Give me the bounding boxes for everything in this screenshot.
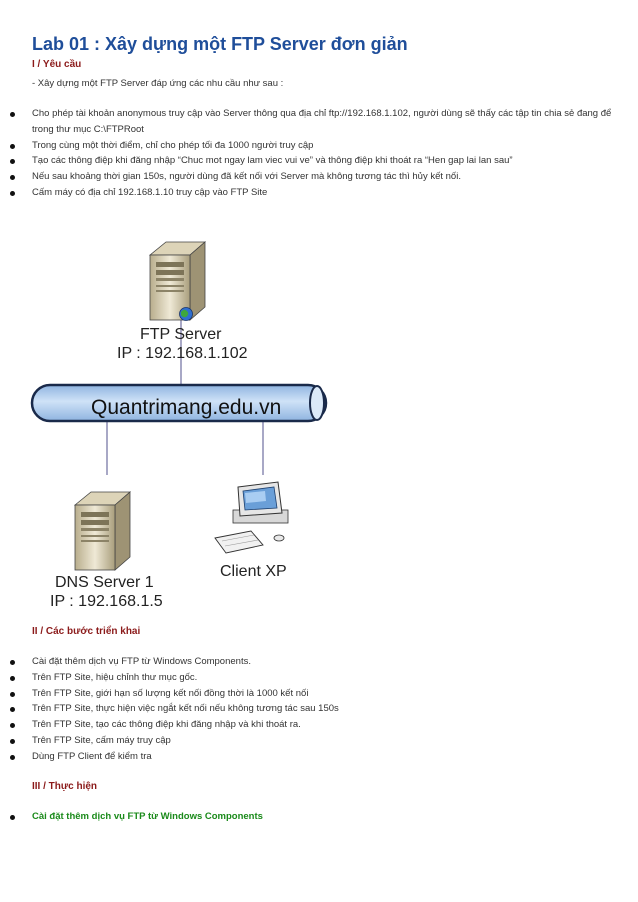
- bullet-icon: [10, 723, 15, 729]
- globe-icon: [179, 307, 193, 321]
- section-3-heading: III / Thực hiện: [32, 781, 98, 792]
- client-name: Client XP: [220, 563, 287, 580]
- dns-server-name: DNS Server 1: [55, 574, 154, 591]
- list-item: Tạo các thông điệp khi đăng nhập “Chuc m…: [0, 153, 638, 169]
- ftp-server-name: FTP Server: [140, 326, 222, 343]
- list-item: Trên FTP Site, hiệu chỉnh thư mục gốc.: [0, 670, 638, 686]
- bullet-icon: [10, 707, 15, 713]
- list-item: Nếu sau khoảng thời gian 150s, người dùn…: [0, 169, 638, 185]
- dns-server-icon: [73, 491, 132, 571]
- list-item: Trong cùng một thời điểm, chỉ cho phép t…: [0, 138, 638, 154]
- implementation-list: Cài đặt thêm dịch vụ FTP từ Windows Comp…: [0, 809, 638, 825]
- list-item: Trên FTP Site, tạo các thông điệp khi đă…: [0, 717, 638, 733]
- list-item: Cài đặt thêm dịch vụ FTP từ Windows Comp…: [0, 809, 638, 825]
- steps-list: Cài đặt thêm dịch vụ FTP từ Windows Comp…: [0, 654, 638, 765]
- page-title: Lab 01 : Xây dựng một FTP Server đơn giả…: [32, 34, 408, 54]
- bullet-icon: [10, 754, 15, 760]
- section-2-heading: II / Các bước triển khai: [32, 626, 141, 637]
- bullet-icon: [10, 159, 15, 165]
- bullet-icon: [10, 143, 15, 149]
- section-1-heading: I / Yêu cầu: [32, 59, 82, 70]
- list-item: Trên FTP Site, cấm máy truy cập: [0, 733, 638, 749]
- bullet-icon: [10, 691, 15, 697]
- list-item: Cấm máy có địa chỉ 192.168.1.10 truy cập…: [0, 185, 638, 201]
- client-workstation-icon: [214, 481, 289, 554]
- list-item: Cho phép tài khoản anonymous truy cập và…: [0, 106, 638, 138]
- ftp-server-ip: IP : 192.168.1.102: [117, 345, 248, 362]
- network-bus: [30, 383, 328, 423]
- bullet-icon: [10, 190, 15, 196]
- bullet-icon: [10, 660, 15, 665]
- list-item: Trên FTP Site, thực hiện việc ngắt kết n…: [0, 701, 638, 717]
- bullet-icon: [10, 815, 15, 820]
- list-item: Cài đặt thêm dịch vụ FTP từ Windows Comp…: [0, 654, 638, 670]
- section-1-intro: - Xây dựng một FTP Server đáp ứng các nh…: [32, 78, 284, 89]
- requirements-list: Cho phép tài khoản anonymous truy cập và…: [0, 106, 638, 201]
- list-item: Trên FTP Site, giới hạn số lượng kết nối…: [0, 686, 638, 702]
- bullet-icon: [10, 112, 15, 117]
- ftp-server-icon: [148, 241, 207, 321]
- network-label: Quantrimang.edu.vn: [91, 396, 281, 419]
- list-item: Dùng FTP Client để kiểm tra: [0, 749, 638, 765]
- bullet-icon: [10, 738, 15, 744]
- network-diagram: FTP Server IP : 192.168.1.102 Quantriman…: [30, 241, 328, 610]
- bullet-icon: [10, 175, 15, 181]
- dns-server-ip: IP : 192.168.1.5: [50, 593, 163, 610]
- bullet-icon: [10, 675, 15, 681]
